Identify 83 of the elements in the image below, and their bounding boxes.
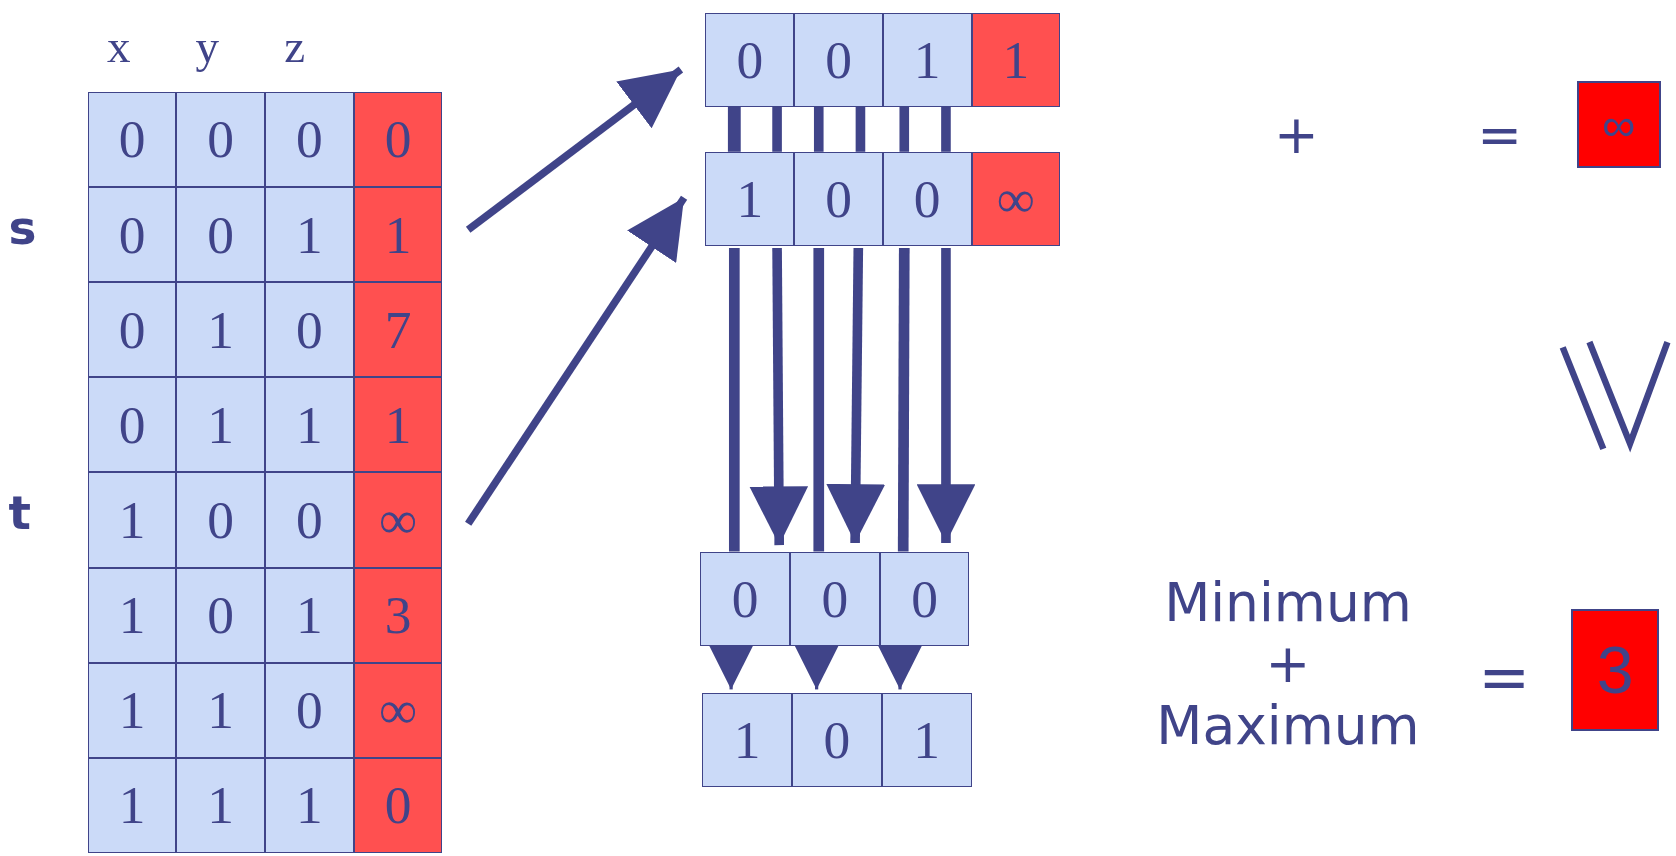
table-row	[87, 377, 443, 473]
connector-line	[772, 106, 782, 152]
table-cell: 1	[882, 12, 972, 107]
connector-line	[813, 248, 825, 552]
row-label: t	[8, 485, 32, 541]
table-row	[87, 91, 443, 188]
table-row	[87, 662, 443, 758]
table-cell: 0	[879, 551, 970, 646]
connector-line	[899, 106, 910, 152]
table-cell: 0	[265, 472, 354, 568]
row-label: s	[8, 199, 37, 255]
table-cell: 1	[705, 151, 795, 246]
table-cell: 0	[87, 377, 177, 473]
arrow	[465, 66, 684, 233]
table-cell: 0	[87, 282, 177, 378]
cost-cell: 1	[971, 12, 1061, 107]
cost-cell: ∞	[353, 472, 443, 568]
table-cell: 1	[87, 757, 177, 853]
table-cell: 0	[176, 472, 266, 568]
table-cell: 1	[87, 472, 177, 568]
table-cell: 0	[265, 282, 354, 378]
table-cell: 0	[87, 91, 177, 188]
cost-cell: 3	[353, 567, 443, 663]
table-cell: 0	[792, 692, 882, 787]
table-cell: 1	[87, 662, 177, 758]
connector-line	[727, 106, 741, 152]
equals-sign: =	[1477, 102, 1522, 166]
table-cell: 0	[265, 91, 354, 188]
arrow	[826, 247, 886, 544]
table-cell: 1	[176, 757, 266, 853]
table-cell: 1	[265, 567, 354, 663]
column-header: x	[106, 19, 131, 74]
table-row	[702, 692, 972, 787]
arrow	[749, 247, 809, 546]
table-cell: 0	[882, 151, 972, 246]
table-cell: 0	[705, 12, 795, 107]
formula-text: Minimum + Maximum	[1155, 571, 1421, 757]
plus-sign: +	[1274, 102, 1319, 166]
cost-cell: ∞	[1576, 81, 1662, 168]
cost-cell: 0	[353, 91, 443, 188]
table-cell: 1	[176, 377, 266, 473]
table-row	[87, 282, 443, 378]
arrow	[916, 248, 976, 543]
cost-cell: ∞	[353, 662, 443, 758]
table-cell: 1	[265, 377, 354, 473]
table-cell: 1	[87, 567, 177, 663]
table-row	[705, 151, 1061, 246]
connector-line	[728, 248, 740, 552]
connector-line	[941, 106, 951, 152]
table-cell: 1	[265, 187, 354, 283]
connector-line	[855, 106, 866, 152]
table-cell: 1	[176, 282, 266, 378]
table-row	[87, 567, 443, 663]
table-cell: 1	[881, 692, 972, 787]
table-cell: 0	[789, 551, 880, 646]
table-row	[87, 187, 443, 283]
cost-cell: 7	[353, 282, 443, 378]
table-row	[87, 472, 443, 568]
table-cell: 1	[265, 757, 354, 853]
table-row	[700, 551, 970, 646]
table-cell: 0	[794, 12, 883, 107]
column-header: y	[195, 19, 220, 74]
table-cell: 0	[700, 551, 790, 646]
table-cell: 1	[702, 692, 793, 787]
table-cell: 0	[794, 151, 883, 246]
table-cell: 0	[176, 567, 266, 663]
table-cell: 0	[176, 187, 266, 283]
cost-cell: 1	[353, 377, 443, 473]
connector-line	[813, 106, 824, 152]
arrow	[465, 195, 688, 526]
equals-sign: =	[1478, 641, 1531, 715]
table-row	[705, 12, 1061, 107]
cost-cell: 0	[353, 757, 443, 853]
table-cell: 0	[176, 91, 266, 188]
table-row	[87, 757, 443, 853]
connector-line	[897, 247, 910, 552]
cost-cell: 1	[353, 187, 443, 283]
table-cell: 0	[265, 662, 354, 758]
table-cell: 1	[176, 662, 266, 758]
table-cell: 0	[87, 187, 177, 283]
cost-cell: ∞	[971, 151, 1061, 246]
column-header: z	[284, 19, 306, 74]
cost-cell: 3	[1571, 609, 1659, 732]
